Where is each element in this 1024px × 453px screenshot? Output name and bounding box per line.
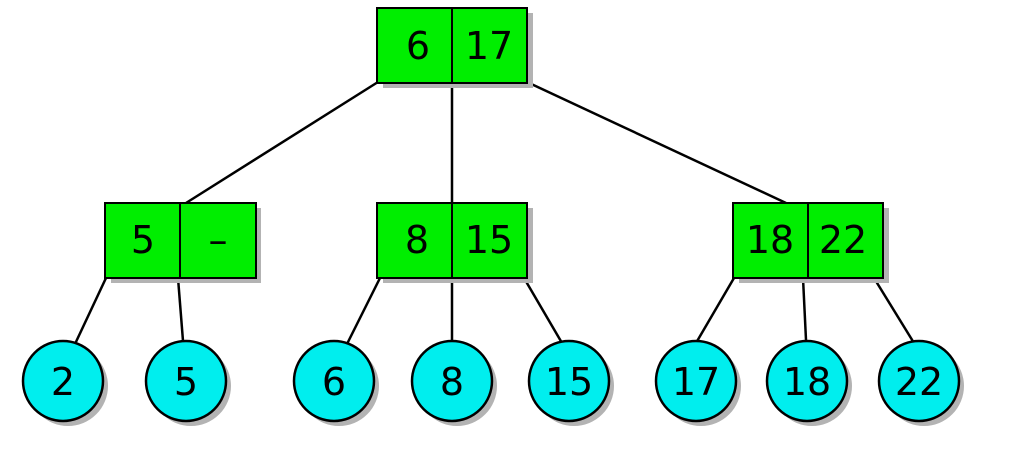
edge-node-2-to-leaf-6	[345, 277, 382, 345]
node-2-key-1: 8	[405, 218, 429, 262]
leaf-value: 17	[672, 360, 720, 404]
node-2-key-2: 15	[465, 218, 513, 262]
edge-node-3-to-leaf-22	[872, 277, 916, 344]
leaf-value: 22	[895, 360, 943, 404]
edge-node-3-to-leaf-18	[801, 277, 808, 341]
leaf-6: 6	[292, 339, 379, 426]
internal-node-2: 8 15	[376, 202, 533, 283]
leaf-circle	[527, 339, 611, 423]
node-2-key-cell-2	[451, 202, 528, 279]
node-1-key-cell-1	[104, 202, 181, 279]
leaf-15: 15	[527, 339, 614, 426]
leaf-22: 22	[877, 339, 964, 426]
edge-root-to-node-1	[185, 80, 379, 205]
root-node: 6 17	[376, 7, 533, 88]
leaf-18: 18	[765, 339, 852, 426]
leaf-circle	[877, 339, 961, 423]
leaf-value: 2	[51, 360, 75, 404]
leaf-circle	[654, 339, 738, 423]
node-1-key-2: –	[209, 218, 228, 262]
node-3-key-1: 18	[746, 218, 794, 262]
internal-node-3: 18 22	[732, 202, 889, 283]
internal-node-1: 5 –	[104, 202, 261, 283]
edge-node-1-to-leaf-5	[176, 277, 185, 342]
edge-node-1-to-leaf-2	[73, 277, 108, 345]
leaf-circle	[144, 339, 228, 423]
root-key-cell-2	[451, 7, 528, 84]
leaf-circle	[410, 339, 494, 423]
leaf-circle	[765, 339, 849, 423]
leaf-value: 15	[545, 360, 593, 404]
node-3-key-cell-1	[732, 202, 809, 279]
leaf-value: 5	[174, 360, 198, 404]
leaf-nodes: 2 5 6 8 15 17 18	[21, 339, 964, 426]
leaf-5: 5	[144, 339, 231, 426]
root-key-1: 6	[406, 24, 430, 68]
root-key-2: 17	[465, 24, 513, 68]
edge-root-to-node-3	[526, 80, 787, 205]
edge-node-2-to-leaf-15	[522, 277, 564, 344]
leaf-value: 8	[440, 360, 464, 404]
node-3-key-2: 22	[819, 218, 867, 262]
node-1-key-cell-2	[179, 202, 257, 279]
leaf-circle	[292, 339, 376, 423]
leaf-2: 2	[21, 339, 108, 426]
node-1-key-1: 5	[131, 218, 155, 262]
leaf-value: 6	[322, 360, 346, 404]
tree-edges	[73, 80, 916, 345]
leaf-17: 17	[654, 339, 741, 426]
leaf-value: 18	[783, 360, 831, 404]
node-3-key-cell-2	[807, 202, 884, 279]
leaf-circle	[21, 339, 105, 423]
edge-node-3-to-leaf-17	[694, 277, 736, 344]
leaf-8: 8	[410, 339, 497, 426]
